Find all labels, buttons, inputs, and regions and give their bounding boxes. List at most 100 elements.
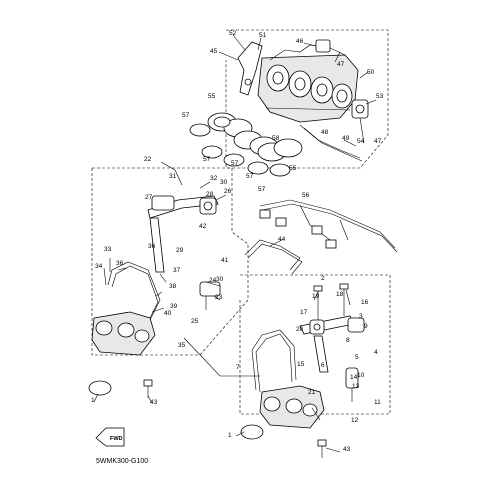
callout-c52: 52 (229, 30, 237, 37)
callout-c3: 3 (359, 313, 363, 320)
pressure-regulator (151, 195, 175, 211)
callout-c1a: 1 (91, 397, 95, 404)
callout-c16: 16 (361, 299, 369, 306)
callout-c58: 58 (272, 135, 280, 142)
callout-c47a: 47 (337, 61, 345, 68)
callout-c43b: 43 (343, 446, 351, 453)
left-manifold (91, 311, 156, 356)
callout-c57e: 57 (258, 186, 266, 193)
callout-c45: 45 (210, 48, 218, 55)
intake-joint-right (257, 138, 303, 162)
injector-pipe-vertical (149, 217, 165, 273)
callout-c25: 25 (191, 318, 199, 325)
callout-c30b: 30 (216, 276, 224, 283)
rail-bolts-right (313, 283, 349, 320)
vacuum-hose-2 (303, 127, 363, 162)
right-hose-loop (251, 329, 297, 393)
callout-c15: 15 (297, 361, 305, 368)
callout-c42: 42 (199, 223, 207, 230)
callout-c22: 22 (144, 156, 152, 163)
fuel-hose-44b (247, 243, 303, 275)
callout-c50: 50 (367, 69, 375, 76)
callout-c48: 48 (321, 129, 329, 136)
callout-c53: 53 (376, 93, 384, 100)
callout-c33: 33 (104, 246, 112, 253)
fuel-hose-44 (244, 239, 301, 271)
callout-c56: 56 (302, 192, 310, 199)
callout-c23: 23 (215, 294, 223, 301)
fuel-rail-group-outline (91, 167, 249, 356)
callout-c31: 31 (169, 173, 177, 180)
callout-c55a: 55 (208, 93, 216, 100)
callout-c17: 17 (300, 309, 308, 316)
right-manifold (259, 385, 325, 429)
callout-c51: 51 (259, 32, 267, 39)
callout-c1b: 1 (228, 432, 232, 439)
hose-clamps (189, 123, 291, 177)
fuel-injector-left (199, 281, 221, 310)
callout-c37: 37 (173, 267, 181, 274)
upper-sensor (315, 39, 331, 53)
callout-c10: 10 (357, 372, 365, 379)
fuel-rail-right (299, 315, 365, 335)
fwd-label: FWD (110, 436, 123, 442)
callout-c36b: 36 (148, 243, 156, 250)
callout-c57c: 57 (231, 160, 239, 167)
callout-c19: 19 (312, 293, 320, 300)
callout-c26: 26 (224, 188, 232, 195)
callout-c49: 49 (342, 135, 350, 142)
wire-harness (259, 199, 398, 253)
callout-c41: 41 (221, 257, 229, 264)
callout-c4: 4 (374, 349, 378, 356)
bolt-right (317, 439, 327, 458)
callout-c11: 11 (374, 399, 381, 406)
callout-c36a: 36 (116, 260, 124, 267)
callout-c13: 13 (352, 383, 360, 390)
callout-c43a: 43 (150, 399, 158, 406)
callout-c12: 12 (351, 417, 359, 424)
callout-c54: 54 (357, 138, 365, 145)
callout-c35: 35 (178, 342, 186, 349)
callout-c47b: 47 (374, 138, 382, 145)
callout-c24: 24 (209, 277, 217, 284)
callout-c40: 40 (164, 310, 172, 317)
callout-c14: 14 (350, 374, 358, 381)
callout-c8: 8 (346, 337, 350, 344)
callout-c21: 21 (308, 389, 316, 396)
fuel-rail-upper (147, 195, 219, 219)
callout-c29: 29 (176, 247, 184, 254)
callout-c46: 46 (296, 38, 304, 45)
callout-c6: 6 (321, 362, 325, 369)
callout-c38: 38 (169, 283, 177, 290)
callout-c30a: 30 (220, 179, 228, 186)
o-ring-right (240, 424, 264, 440)
vacuum-hose (299, 124, 361, 159)
callout-c9: 9 (364, 323, 368, 330)
callout-c7: 7 (236, 364, 240, 371)
o-ring-left (88, 380, 112, 396)
callout-c20: 20 (296, 326, 304, 333)
bolt-left (143, 379, 153, 398)
callout-c34: 34 (95, 263, 103, 270)
callout-c57d: 57 (246, 173, 254, 180)
leader-lines (93, 34, 377, 453)
callout-c18: 18 (336, 291, 344, 298)
callout-c27: 27 (145, 194, 153, 201)
fuel-injector-right (345, 367, 359, 402)
callout-c55b: 55 (289, 165, 297, 172)
throttle-bracket (237, 41, 263, 96)
callout-c5: 5 (355, 354, 359, 361)
diagram-code: 5WMK300-G100 (96, 458, 149, 465)
left-hose-loop (107, 261, 161, 323)
throttle-body-group-outline (225, 29, 389, 169)
callout-c2: 2 (321, 275, 325, 282)
injector-pipe-right (313, 335, 329, 373)
callout-c28: 28 (206, 191, 214, 198)
callout-c57b: 57 (203, 156, 211, 163)
throttle-position-sensor (351, 99, 369, 119)
callout-c39: 39 (170, 303, 178, 310)
fwd-arrow-icon: FWD (95, 427, 125, 447)
callout-c57a: 57 (182, 112, 190, 119)
